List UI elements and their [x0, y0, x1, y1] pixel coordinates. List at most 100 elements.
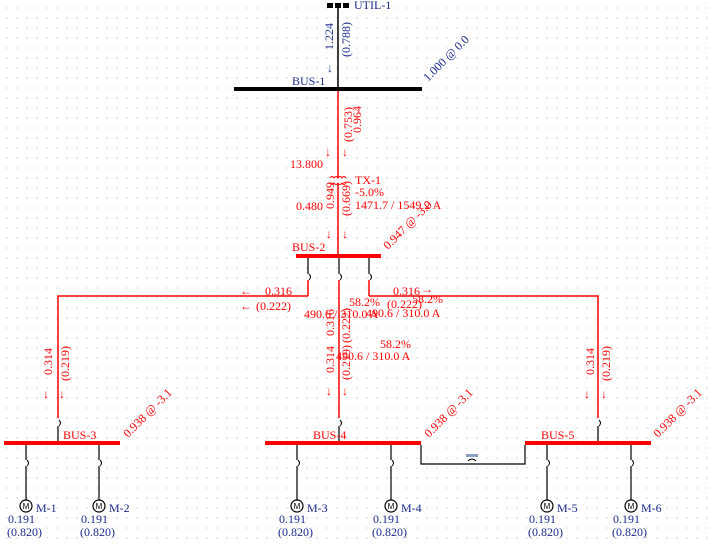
breaker-right-feeder[interactable]	[368, 258, 372, 296]
breaker-bus-4-main[interactable]	[338, 419, 342, 443]
motor-kw: 0.191	[529, 512, 556, 526]
flow-arrow-icon: ↓	[601, 387, 607, 401]
bus-4-label: BUS-4	[313, 428, 346, 442]
motor-label: M-4	[401, 501, 422, 515]
motor-symbol: M	[23, 502, 30, 511]
center-loading-pct: 58.2%	[349, 295, 380, 309]
motor-kvar: (0.820)	[528, 525, 563, 539]
breaker-icon	[58, 419, 61, 427]
motor-kw: 0.191	[279, 512, 306, 526]
bus-1-label: BUS-1	[292, 74, 325, 88]
motor-icon	[92, 499, 106, 513]
breaker-icon	[308, 273, 311, 281]
right-loading-pct: 58.2%	[412, 292, 443, 306]
bus-5-label: BUS-5	[541, 428, 574, 442]
tx-primary-kw: 0.964	[350, 106, 364, 133]
motor-kw: 0.191	[373, 512, 400, 526]
motor-m-3[interactable]: M M-30.191(0.820)	[278, 445, 328, 539]
bus-3-voltage: 0.938 @ -3.1	[120, 386, 174, 440]
center-drop-kw: 0.314	[323, 346, 337, 373]
motor-kvar: (0.820)	[278, 525, 313, 539]
utility-kw-label: 1.224	[322, 23, 336, 50]
motor-m-4[interactable]: M M-40.191(0.820)	[372, 445, 422, 539]
flow-arrow-icon: ↓	[342, 384, 348, 398]
flow-arrow-icon: ↓	[326, 227, 332, 241]
flow-arrow-icon: ↓	[342, 227, 348, 241]
center-drop-kvar: (0.219)	[339, 345, 353, 380]
tx-secondary-kvar: (0.669)	[339, 181, 353, 216]
bus-1-voltage: 1.000 @ 0.0	[420, 32, 472, 84]
motor-label: M-3	[307, 501, 328, 515]
breaker-bus-5-main[interactable]	[597, 419, 601, 443]
motor-icon	[290, 499, 304, 513]
motor-label: M-6	[641, 501, 662, 515]
right-feeder-kw: 0.316	[393, 284, 420, 298]
motor-icon	[624, 499, 638, 513]
tx-secondary-kw: 0.949	[323, 182, 337, 209]
motor-m-6[interactable]: M M-60.191(0.820)	[612, 445, 662, 539]
breaker-icon	[26, 459, 29, 467]
bus-2-label: BUS-2	[292, 240, 325, 254]
center-loading-current: 490.6 / 310.0 A	[304, 307, 379, 321]
motor-kw: 0.191	[8, 512, 35, 526]
tie-switch-label-icon	[466, 454, 478, 457]
breaker-center-feeder[interactable]	[338, 258, 342, 281]
right-feeder-kvar: (0.222)	[387, 297, 422, 311]
utility-block	[343, 3, 349, 8]
center-loading-current-2: 490.6 / 310.0 A	[336, 349, 411, 363]
tie-switch-icon	[467, 458, 477, 462]
breaker-icon	[598, 419, 601, 427]
motor-kvar: (0.820)	[7, 525, 42, 539]
breaker-icon	[99, 459, 102, 467]
tie-line	[420, 445, 526, 465]
flow-arrow-icon: ↓	[584, 387, 590, 401]
utility-util-1[interactable]: UTIL-1	[327, 0, 391, 12]
motor-kvar: (0.820)	[80, 525, 115, 539]
tie-breaker-bus-4-bus-5[interactable]	[420, 445, 526, 465]
flow-arrow-icon: →	[421, 282, 433, 296]
left-feeder-kvar: (0.222)	[256, 299, 291, 313]
flow-arrow-icon: ←	[240, 284, 252, 298]
motor-label: M-1	[36, 501, 57, 515]
cable-bus-2-to-bus-3[interactable]	[57, 295, 308, 418]
motor-symbol: M	[388, 502, 395, 511]
flow-arrow-icon: ↓	[342, 145, 348, 159]
left-drop-kw: 0.314	[41, 348, 55, 375]
breaker-icon	[547, 459, 550, 467]
motor-icon	[384, 499, 398, 513]
left-drop-kvar: (0.219)	[58, 346, 72, 381]
transformer-tx-1[interactable]: TX-1 -5.0% 1471.7 / 1549.2 A	[329, 173, 442, 212]
motor-symbol: M	[544, 502, 551, 511]
motor-label: M-2	[109, 501, 130, 515]
breaker-icon	[339, 419, 342, 427]
breaker-icon	[297, 459, 300, 467]
motor-symbol: M	[96, 502, 103, 511]
bus-4-voltage: 0.938 @ -3.1	[421, 386, 475, 440]
motor-icon	[19, 499, 33, 513]
motor-symbol: M	[294, 502, 301, 511]
bus-5-voltage: 0.938 @ -3.1	[650, 386, 704, 440]
motor-m-1[interactable]: M M-10.191(0.820)	[7, 445, 57, 539]
motor-kvar: (0.820)	[612, 525, 647, 539]
center-loading-pct-2: 58.2%	[380, 337, 411, 351]
motor-symbol: M	[628, 502, 635, 511]
flow-arrow-icon: ←	[240, 299, 252, 313]
cable-bus-2-to-bus-5[interactable]	[369, 295, 599, 418]
tx-1-current: 1471.7 / 1549.2 A	[355, 198, 442, 212]
right-loading-current: 490.6 / 310.0 A	[366, 306, 441, 320]
utility-block	[327, 3, 333, 8]
motor-icon	[540, 499, 554, 513]
breaker-icon	[631, 459, 634, 467]
breaker-left-feeder[interactable]	[307, 258, 311, 296]
flow-arrow-icon: ↓	[326, 384, 332, 398]
motor-kw: 0.191	[613, 512, 640, 526]
flow-arrow-icon: ↓	[327, 61, 333, 75]
right-drop-kw: 0.314	[583, 348, 597, 375]
utility-kvar-label: (0.788)	[339, 22, 353, 57]
motor-kvar: (0.820)	[372, 525, 407, 539]
breaker-bus-3-main[interactable]	[57, 419, 61, 443]
